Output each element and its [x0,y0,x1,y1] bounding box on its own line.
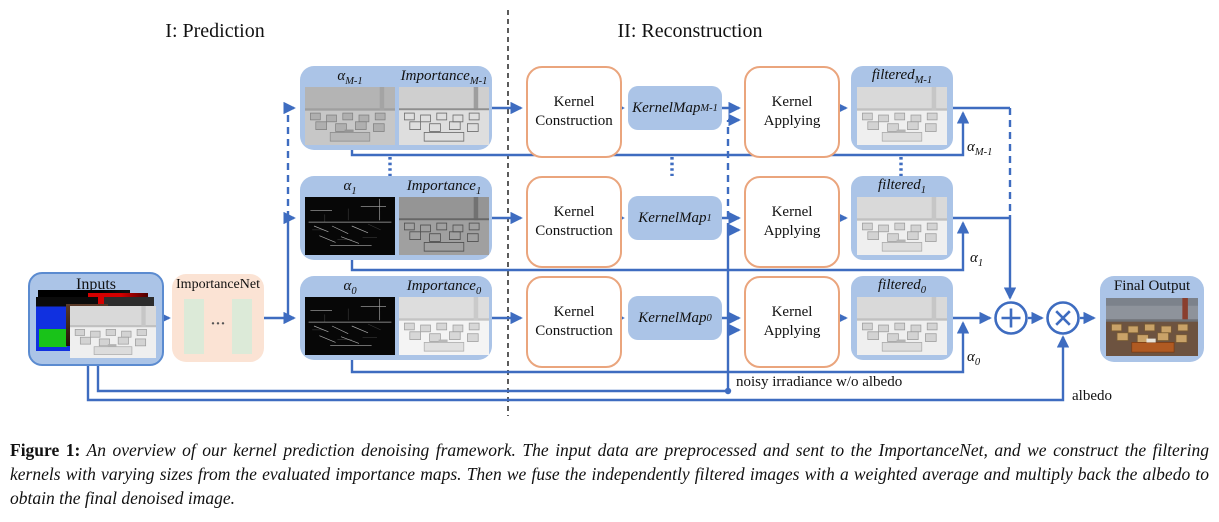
importance-map-image [399,87,489,145]
importance-net-box: ImportanceNet ··· [172,274,264,362]
importance-map-image [399,297,489,355]
filtered-label: filteredM-1 [871,67,933,86]
pipeline-row-0: α0 Importance0 Kernel Construction Kerne… [300,276,953,368]
inputs-label: Inputs [76,276,116,293]
alpha-importance-box-0: α0 Importance0 [300,276,492,360]
importance-net-label: ImportanceNet [176,277,260,292]
kernel-construction-box-m1: Kernel Construction [526,66,622,158]
filtered-image [857,297,947,355]
alpha-map-image [305,197,395,255]
kernel-applying-box-1: Kernel Applying [744,176,840,268]
multiply-circle-icon [1046,301,1080,335]
alpha-weight-label-m1: αM-1 [967,139,993,158]
pipeline-row-1: α1 Importance1 Kernel Construction Kerne… [300,176,953,268]
kernel-construction-box-0: Kernel Construction [526,276,622,368]
filtered-image [857,197,947,255]
alpha-map-image [305,87,395,145]
final-output-label: Final Output [1113,278,1191,294]
kernel-applying-box-0: Kernel Applying [744,276,840,368]
filtered-image [857,87,947,145]
alpha-map-label: α0 [343,278,357,297]
albedo-label: albedo [1072,388,1112,404]
filtered-label: filtered1 [877,177,927,196]
noisy-irradiance-label: noisy irradiance w/o albedo [736,374,903,390]
alpha-weight-label-0: α0 [967,349,981,368]
network-layer-bar [184,299,204,354]
kernel-construction-box-1: Kernel Construction [526,176,622,268]
input-layer-green-patch [39,329,67,347]
figure-caption: Figure 1: An overview of our kernel pred… [10,438,1209,510]
alpha-map-image [305,297,395,355]
filtered-label: filtered0 [877,277,927,296]
final-output-image [1106,298,1198,356]
inputs-box: Inputs [28,272,164,366]
network-layer-bar [232,299,252,354]
alpha-importance-box-m1: αM-1 ImportanceM-1 [300,66,492,150]
section-heading-prediction: I: Prediction [165,20,265,42]
alpha-weight-label-1: α1 [970,250,984,269]
plus-circle-icon [994,301,1028,335]
figure-caption-prefix: Figure 1: [10,440,81,460]
filtered-box-m1: filteredM-1 [851,66,953,150]
figure-caption-body: An overview of our kernel prediction den… [10,440,1209,509]
pipeline-row-m1: αM-1 ImportanceM-1 Kernel Construction K… [300,66,953,158]
alpha-map-label: α1 [343,178,357,197]
importance-map-label: Importance0 [406,278,482,297]
junction-dot [724,387,732,395]
filtered-box-0: filtered0 [851,276,953,360]
importance-map-image [399,197,489,255]
alpha-importance-box-1: α1 Importance1 [300,176,492,260]
importance-map-label: Importance1 [406,178,482,197]
filtered-box-1: filtered1 [851,176,953,260]
final-output-box: Final Output [1100,276,1204,362]
kernel-applying-box-m1: Kernel Applying [744,66,840,158]
section-heading-reconstruction: II: Reconstruction [617,20,763,42]
alpha-map-label: αM-1 [337,68,363,87]
input-layer-radiance-image [70,306,156,358]
importance-map-label: ImportanceM-1 [400,68,488,87]
network-ellipsis: ··· [210,316,226,332]
